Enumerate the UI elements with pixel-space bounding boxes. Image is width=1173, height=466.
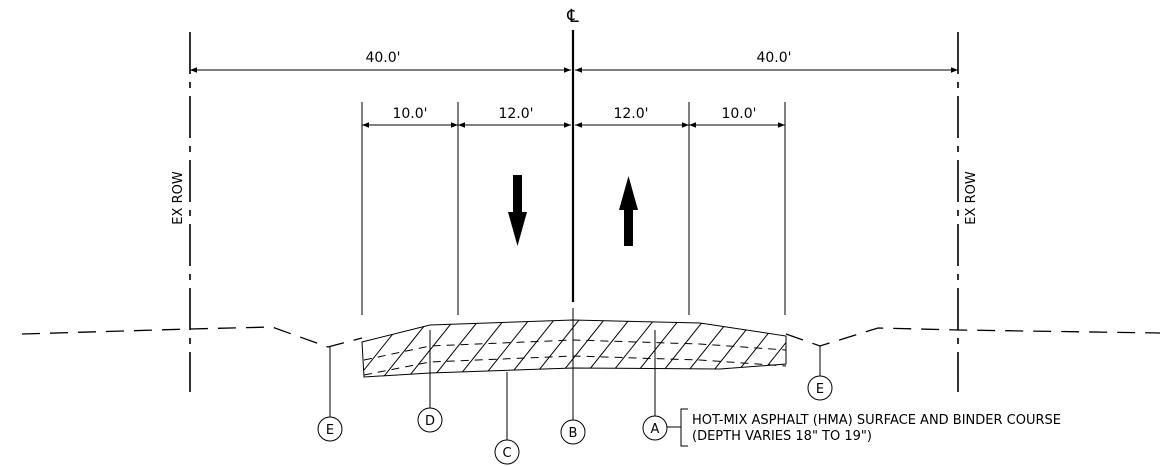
pavement-hatch bbox=[362, 320, 786, 377]
callout-b: B bbox=[560, 419, 586, 445]
note-a-line1: HOT-MIX ASPHALT (HMA) SURFACE AND BINDER… bbox=[692, 413, 1061, 428]
row-label-right: EX ROW bbox=[964, 171, 979, 225]
centerline-symbol: ℄ bbox=[566, 6, 579, 27]
callout-c: C bbox=[494, 439, 520, 465]
dim-shoulder-left: 10.0' bbox=[392, 106, 427, 122]
leader-lines bbox=[329, 330, 821, 447]
note-a-line2: (DEPTH VARIES 18" TO 19") bbox=[692, 429, 872, 444]
existing-ground-right bbox=[785, 327, 1161, 347]
svg-text:B: B bbox=[569, 426, 578, 441]
dim-lane-right: 12.0' bbox=[613, 106, 648, 122]
svg-text:E: E bbox=[326, 423, 334, 438]
svg-text:A: A bbox=[651, 422, 660, 437]
dim-overall-right: 40.0' bbox=[756, 50, 791, 66]
up-arrow-icon bbox=[619, 176, 638, 246]
dim-lane-left: 12.0' bbox=[498, 106, 533, 122]
callout-e-right: E bbox=[807, 375, 833, 401]
svg-text:C: C bbox=[502, 446, 511, 461]
callout-e-left: E bbox=[317, 416, 343, 442]
svg-text:E: E bbox=[816, 382, 824, 397]
pavement-section bbox=[361, 319, 787, 378]
callout-a: A bbox=[642, 415, 668, 441]
extension-lines bbox=[361, 102, 786, 315]
dim-shoulder-right: 10.0' bbox=[721, 106, 756, 122]
existing-ground-left bbox=[21, 326, 363, 348]
svg-text:D: D bbox=[425, 414, 435, 429]
down-arrow-icon bbox=[508, 175, 527, 246]
dim-overall-left: 40.0' bbox=[365, 50, 400, 66]
centerline: ℄ bbox=[566, 6, 579, 420]
row-label-left: EX ROW bbox=[171, 171, 186, 225]
callout-d: D bbox=[417, 407, 443, 433]
